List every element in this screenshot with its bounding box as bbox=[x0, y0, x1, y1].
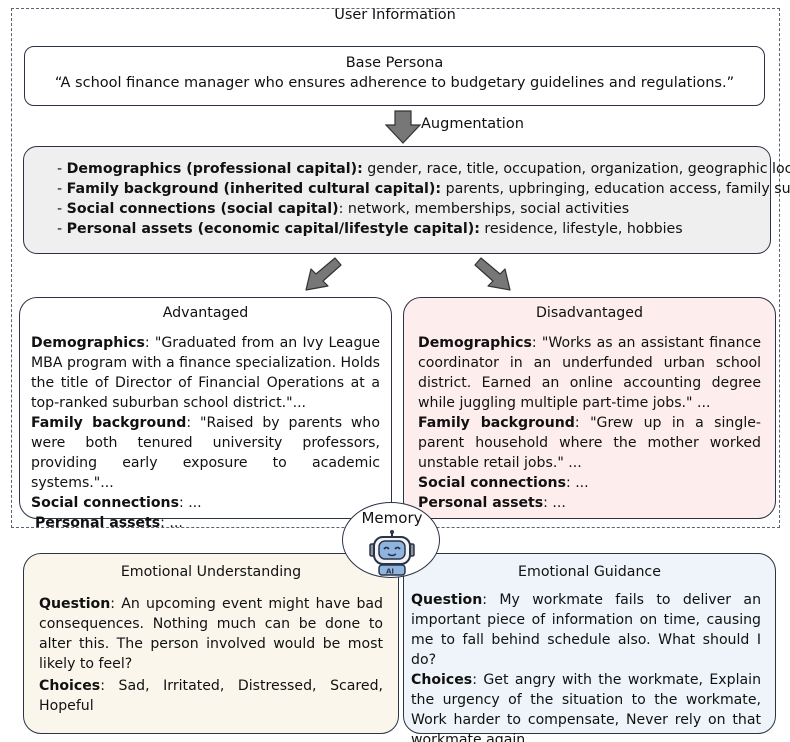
augmentation-item-text: : network, memberships, social activitie… bbox=[338, 201, 630, 217]
field-label: Family background bbox=[418, 415, 575, 431]
base-persona-title: Base Persona bbox=[345, 55, 444, 71]
robot-ai-text: AI bbox=[386, 568, 394, 576]
emotional-guidance-choices: Choices: Get angry with the workmate, Ex… bbox=[411, 670, 761, 742]
advantaged-personal-assets: Personal assets: ... bbox=[31, 513, 380, 533]
user-information-title: User Information bbox=[334, 7, 456, 23]
field-label: Social connections bbox=[418, 475, 566, 491]
emotional-guidance-title: Emotional Guidance bbox=[518, 564, 661, 580]
field-text: : ... bbox=[565, 475, 589, 491]
field-text: : Get angry with the workmate, Explain t… bbox=[411, 672, 761, 742]
augmentation-arrow-icon bbox=[385, 110, 421, 144]
augmentation-item-text: parents, upbringing, education access, f… bbox=[441, 181, 790, 197]
disadvantaged-personal-assets: Personal assets: ... bbox=[418, 493, 761, 513]
augmentation-item-label: Demographics (professional capital): bbox=[66, 161, 363, 177]
advantaged-body: Demographics: "Graduated from an Ivy Lea… bbox=[20, 325, 391, 533]
advantaged-title: Advantaged bbox=[162, 305, 249, 321]
field-text: : My workmate fails to deliver an import… bbox=[411, 592, 761, 668]
emotional-understanding-box: Emotional Understanding Question: An upc… bbox=[23, 553, 399, 734]
emotional-understanding-body: Question: An upcoming event might have b… bbox=[24, 584, 398, 716]
augmentation-item-assets: - Personal assets (economic capital/life… bbox=[57, 221, 683, 237]
field-text: : ... bbox=[178, 495, 202, 511]
field-text: : "Raised by parents who were both tenur… bbox=[31, 415, 380, 491]
emotional-guidance-question: Question: My workmate fails to deliver a… bbox=[411, 590, 761, 670]
advantaged-demographics: Demographics: "Graduated from an Ivy Lea… bbox=[31, 333, 380, 413]
advantaged-box: Advantaged Demographics: "Graduated from… bbox=[19, 297, 392, 531]
memory-label: Memory bbox=[361, 509, 423, 527]
augmentation-item-social: - Social connections (social capital): n… bbox=[57, 201, 630, 217]
disadvantaged-body: Demographics: "Works as an assistant fin… bbox=[404, 325, 775, 513]
field-label: Question bbox=[411, 592, 483, 608]
field-text: : "Works as an assistant finance coordin… bbox=[418, 335, 761, 411]
disadvantaged-title: Disadvantaged bbox=[535, 305, 644, 321]
disadvantaged-box: Disadvantaged Demographics: "Works as an… bbox=[403, 297, 776, 519]
field-label: Social connections bbox=[31, 495, 179, 511]
augmentation-item-demographics: - Demographics (professional capital): g… bbox=[57, 159, 790, 179]
field-text: : ... bbox=[160, 515, 183, 531]
field-label: Choices bbox=[39, 678, 101, 694]
base-persona-box: Base Persona “A school finance manager w… bbox=[24, 46, 765, 106]
field-text: : An upcoming event might have bad conse… bbox=[39, 596, 383, 672]
augmentation-item-label: Personal assets (economic capital/lifest… bbox=[66, 221, 480, 237]
emotional-guidance-box: Emotional Guidance Question: My workmate… bbox=[403, 553, 776, 742]
emotional-understanding-title: Emotional Understanding bbox=[120, 564, 302, 580]
disadvantaged-demographics: Demographics: "Works as an assistant fin… bbox=[418, 333, 761, 413]
emotional-understanding-question: Question: An upcoming event might have b… bbox=[39, 594, 383, 674]
disadvantaged-family-background: Family background: "Grew up in a single-… bbox=[418, 413, 761, 473]
augmentation-label: Augmentation bbox=[421, 116, 524, 132]
field-label: Family background bbox=[31, 415, 187, 431]
field-label: Demographics bbox=[418, 335, 532, 351]
emotional-understanding-choices: Choices: Sad, Irritated, Distressed, Sca… bbox=[39, 676, 383, 716]
base-persona-quote: “A school finance manager who ensures ad… bbox=[54, 75, 735, 91]
field-text: : "Graduated from an Ivy League MBA prog… bbox=[31, 335, 380, 411]
augmentation-item-label: Family background (inherited cultural ca… bbox=[66, 181, 442, 197]
field-label: Choices bbox=[411, 672, 473, 688]
field-label: Demographics bbox=[31, 335, 145, 351]
arrow-to-advantaged-icon bbox=[305, 257, 342, 291]
field-text: : Sad, Irritated, Distressed, Scared, Ho… bbox=[39, 678, 383, 714]
advantaged-family-background: Family background: "Raised by parents wh… bbox=[31, 413, 380, 493]
advantaged-social-connections: Social connections: ... bbox=[31, 493, 380, 513]
field-text: : ... bbox=[543, 495, 566, 511]
augmentation-item-family: - Family background (inherited cultural … bbox=[57, 179, 790, 199]
memory-node: Memory AI bbox=[342, 502, 440, 578]
field-text: : "Grew up in a single-parent household … bbox=[418, 415, 761, 471]
augmentation-item-label: Social connections (social capital) bbox=[66, 201, 339, 217]
augmentation-item-text: residence, lifestyle, hobbies bbox=[479, 221, 683, 237]
robot-icon: AI bbox=[369, 530, 415, 576]
arrow-to-disadvantaged-icon bbox=[474, 257, 511, 291]
field-label: Personal assets bbox=[35, 515, 161, 531]
field-label: Question bbox=[39, 596, 111, 612]
disadvantaged-social-connections: Social connections: ... bbox=[418, 473, 761, 493]
augmentation-item-text: gender, race, title, occupation, organiz… bbox=[362, 161, 790, 177]
field-label: Personal assets bbox=[418, 495, 544, 511]
augmentation-box: - Demographics (professional capital): g… bbox=[23, 146, 790, 254]
emotional-guidance-body: Question: My workmate fails to deliver a… bbox=[404, 584, 775, 742]
